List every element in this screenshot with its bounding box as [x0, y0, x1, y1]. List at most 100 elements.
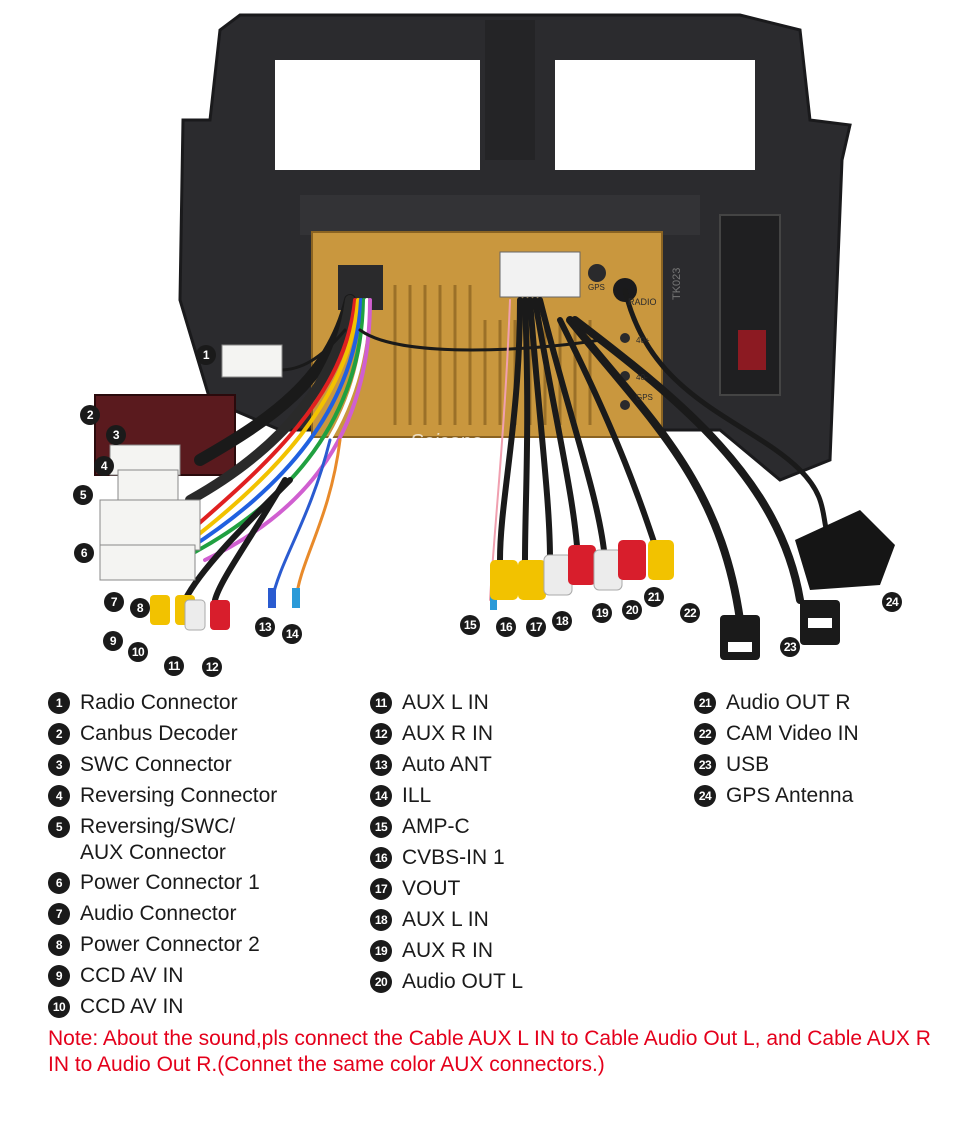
legend-item-aux-r-in-b: 19 AUX R IN	[370, 938, 523, 969]
legend-number: 3	[48, 754, 70, 776]
legend-item-aux-r-in-a: 12 AUX R IN	[370, 721, 523, 752]
callout-20: 20	[622, 600, 642, 620]
legend-item-amp-c: 15 AMP-C	[370, 814, 523, 845]
legend-item-radio-connector: 1 Radio Connector	[48, 690, 277, 721]
legend-number: 19	[370, 940, 392, 962]
legend-item-power-connector-2: 8 Power Connector 2	[48, 932, 277, 963]
sound-connection-note: Note: About the sound,pls connect the Ca…	[48, 1027, 931, 1076]
legend-label: Audio Connector	[80, 902, 237, 925]
callout-23: 23	[780, 637, 800, 657]
legend-label: Power Connector 2	[80, 933, 260, 956]
legend-label: AUX R IN	[402, 722, 494, 745]
callout-3: 3	[106, 425, 126, 445]
legend-item-power-connector-1: 6 Power Connector 1	[48, 870, 277, 901]
callout-5: 5	[73, 485, 93, 505]
legend-number: 15	[370, 816, 392, 838]
wiring-harness	[178, 287, 833, 624]
legend-number: 13	[370, 754, 392, 776]
legend-label: CCD AV IN	[80, 995, 184, 1018]
legend-number: 1	[48, 692, 70, 714]
rca-plugs-left	[150, 588, 300, 631]
callout-4: 4	[94, 456, 114, 476]
legend-number: 8	[48, 934, 70, 956]
legend-item-cvbs-in-1: 16 CVBS-IN 1	[370, 845, 523, 876]
callout-8: 8	[130, 598, 150, 618]
legend-label: Audio OUT L	[402, 970, 524, 993]
usb-and-gps	[720, 510, 895, 660]
callout-12: 12	[202, 657, 222, 677]
gps-marking-bottom: GPS	[636, 393, 653, 402]
callout-21: 21	[644, 587, 664, 607]
wiring-diagram: Seicane RADIO GPS 40+ 40- GPS TK023 1 2 …	[73, 13, 902, 677]
legend-number: 4	[48, 785, 70, 807]
legend-label: Radio Connector	[80, 691, 238, 714]
head-unit-illustration: Seicane RADIO GPS 40+ 40- GPS TK023	[94, 13, 895, 660]
callout-11: 11	[164, 656, 184, 676]
white-connectors	[99, 344, 283, 581]
callout-16: 16	[496, 617, 516, 637]
legend-item-audio-connector: 7 Audio Connector	[48, 901, 277, 932]
legend-label: Auto ANT	[402, 753, 492, 776]
legend-label: Reversing Connector	[80, 784, 278, 807]
legend-number: 16	[370, 847, 392, 869]
callout-13: 13	[255, 617, 275, 637]
legend-label: CCD AV IN	[80, 964, 184, 987]
legend-number: 21	[694, 692, 716, 714]
legend-label: ILL	[402, 784, 432, 807]
legend-number: 10	[48, 996, 70, 1018]
callout-15: 15	[460, 615, 480, 635]
legend-label: AUX L IN	[402, 691, 489, 714]
model-marking: TK023	[671, 268, 683, 300]
legend-label: GPS Antenna	[726, 784, 854, 807]
legend-label: VOUT	[402, 877, 461, 900]
callout-7: 7	[104, 592, 124, 612]
legend-label: Canbus Decoder	[80, 722, 238, 745]
callout-9: 9	[103, 631, 123, 651]
legend-label: Power Connector 1	[80, 871, 260, 894]
legend-item-audio-out-r: 21 Audio OUT R	[694, 690, 859, 721]
callout-6: 6	[74, 543, 94, 563]
legend-label: AUX R IN	[402, 939, 494, 962]
callout-24: 24	[882, 592, 902, 612]
legend-number: 23	[694, 754, 716, 776]
legend-label: CAM Video IN	[726, 722, 859, 745]
legend-number: 24	[694, 785, 716, 807]
legend-item-vout: 17 VOUT	[370, 876, 523, 907]
callout-2: 2	[80, 405, 100, 425]
callout-1: 1	[196, 345, 216, 365]
callout-22: 22	[680, 603, 700, 623]
legend-item-ccd-av-in-a: 9 CCD AV IN	[48, 963, 277, 994]
radio-marking: RADIO	[628, 297, 657, 307]
callout-18: 18	[552, 611, 572, 631]
legend-number: 9	[48, 965, 70, 987]
callout-14: 14	[282, 624, 302, 644]
legend-number: 6	[48, 872, 70, 894]
legend-item-reversing-connector: 4 Reversing Connector	[48, 783, 277, 814]
gps-marking-top: GPS	[588, 283, 605, 292]
callout-19: 19	[592, 603, 612, 623]
legend-number: 7	[48, 903, 70, 925]
watermark: Seicane	[410, 431, 482, 453]
callout-17: 17	[526, 617, 546, 637]
legend-label: Audio OUT R	[726, 691, 851, 714]
legend-label: AUX L IN	[402, 908, 489, 931]
callout-10: 10	[128, 642, 148, 662]
legend-label: CVBS-IN 1	[402, 846, 505, 869]
rca-plugs-center	[490, 540, 674, 610]
legend-label: AMP-C	[402, 815, 470, 838]
legend-number: 12	[370, 723, 392, 745]
legend-number: 5	[48, 816, 70, 838]
legend-number: 17	[370, 878, 392, 900]
legend-number: 20	[370, 971, 392, 993]
legend-item-ccd-av-in-b: 10 CCD AV IN	[48, 994, 277, 1025]
